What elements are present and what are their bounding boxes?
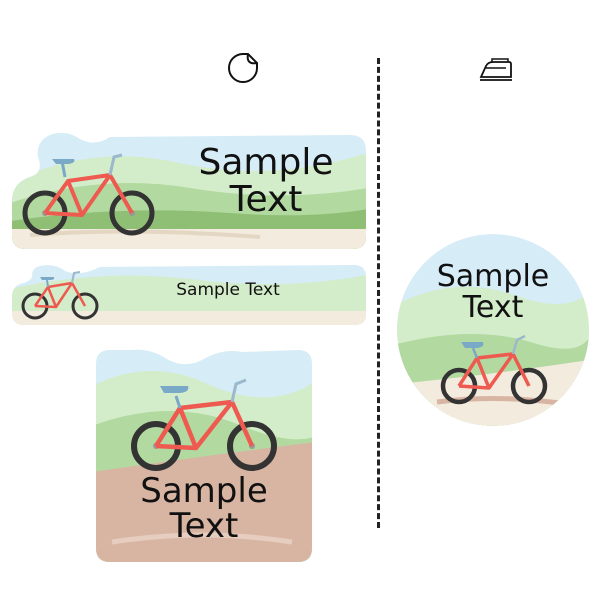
large-label-background xyxy=(12,133,366,249)
label-text-line-1: Sample xyxy=(436,259,550,294)
column-divider xyxy=(377,58,380,528)
label-text-line-1: Sample xyxy=(140,471,268,511)
square-label-background xyxy=(96,349,312,562)
bicycle-illustration xyxy=(22,153,155,236)
circle-label[interactable]: Sample Text xyxy=(397,234,589,426)
label-text-line-2: Text xyxy=(462,289,524,325)
sticker-peel-icon xyxy=(228,53,258,83)
label-text-line-2: Text xyxy=(169,505,239,546)
label-text: Sample Text xyxy=(176,280,280,300)
bicycle-illustration xyxy=(21,271,99,320)
iron-icon xyxy=(479,58,512,81)
square-label[interactable]: Sample Text xyxy=(92,346,316,566)
large-rectangle-label[interactable]: Sample Text xyxy=(10,133,368,251)
bicycle-illustration xyxy=(440,334,548,405)
circle-label-background xyxy=(397,234,589,426)
label-text-line-1: Sample xyxy=(198,142,334,183)
label-text-line-2: Text xyxy=(229,178,303,220)
small-rectangle-label[interactable]: Sample Text xyxy=(10,263,368,327)
bicycle-illustration xyxy=(131,378,277,471)
small-label-background xyxy=(12,265,366,325)
